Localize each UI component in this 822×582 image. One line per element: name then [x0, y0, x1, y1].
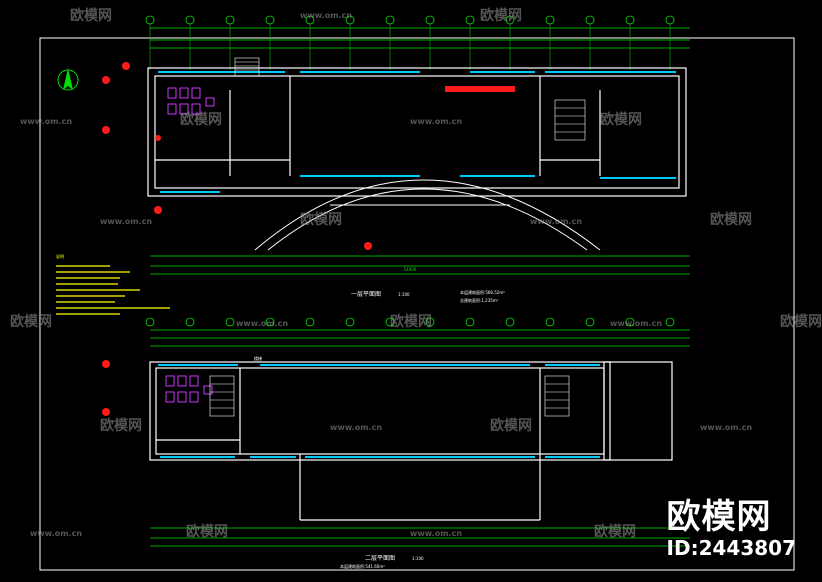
watermark-brand: 欧模网: [780, 313, 822, 330]
plan2-walls: [149, 361, 673, 521]
watermark-site: www.om.cn: [610, 319, 662, 328]
plan1-walls: [147, 67, 687, 197]
plan2-scale: 1:100: [412, 556, 424, 561]
plan1-overall-dimension: 54000: [404, 267, 417, 272]
brand-id: ID:2443807: [666, 536, 796, 560]
sheet-border: [39, 37, 795, 571]
watermark-site: www.om.cn: [410, 117, 462, 126]
plan1-title: 一层平面图: [351, 291, 381, 298]
plan1-toilet-fixtures: [167, 87, 215, 115]
plan1-windows: [158, 71, 676, 193]
plan2-stamp-icons: [102, 360, 110, 416]
plan1-bottom-dimensions: [150, 255, 690, 275]
watermark-site: www.om.cn: [236, 319, 288, 328]
watermark-brand: 欧模网: [390, 313, 432, 330]
plan2-area-note: 本层建筑面积:541.60m²: [340, 563, 385, 569]
plan1-stairs: [234, 57, 586, 141]
plan1-area-note: 本层建筑面积:566.52m²: [460, 289, 505, 295]
watermark-brand: 欧模网: [100, 417, 142, 434]
plan2-top-dimensions: [150, 329, 690, 347]
brand-id-overlay: 欧模网 ID:2443807: [667, 498, 796, 560]
plan1-top-dimensions: [150, 27, 690, 49]
watermark-brand: 欧模网: [186, 523, 228, 540]
watermark-brand: 欧模网: [70, 7, 112, 24]
plan2-title: 二层平面图: [365, 555, 395, 562]
watermark-site: www.om.cn: [410, 529, 462, 538]
plan2-windows: [158, 364, 600, 458]
watermark-brand: 欧模网: [600, 111, 642, 128]
watermark-site: www.om.cn: [20, 117, 72, 126]
watermark-site: www.om.cn: [700, 423, 752, 432]
plan2-bottom-dimensions: [150, 527, 690, 547]
watermark-layer: 欧模网 www.om.cn 欧模网 www.om.cn 欧模网 www.om.c…: [10, 7, 822, 540]
north-arrow-icon: [57, 68, 79, 91]
watermark-site: www.om.cn: [530, 217, 582, 226]
plan2-toilet-fixtures: [165, 375, 213, 403]
watermark-brand: 欧模网: [180, 111, 222, 128]
plan2-axis-top: [145, 317, 675, 327]
watermark-site: www.om.cn: [30, 529, 82, 538]
plan2-stairs: [209, 375, 570, 417]
plan1-entrance-canopy: [254, 179, 601, 251]
watermark-brand: 欧模网: [480, 7, 522, 24]
plan1-total-note: 总建筑面积:1,235m²: [460, 297, 499, 303]
watermark-brand: 欧模网: [300, 211, 342, 228]
watermark-site: www.om.cn: [100, 217, 152, 226]
watermark-site: www.om.cn: [300, 11, 352, 20]
plan2-stair-label: 楼梯: [254, 355, 262, 361]
plan1-stamp-icons: [102, 62, 515, 250]
notes-title: 说明: [56, 253, 64, 259]
plan1-axis-top: [145, 15, 675, 25]
plan1-scale: 1:100: [398, 292, 410, 297]
floor-plan-1: 54000 一层平面图 1:100 本层建筑面积:566.52m² 总建筑面积:…: [102, 15, 690, 303]
brand-name: 欧模网: [666, 497, 772, 537]
watermark-site: www.om.cn: [330, 423, 382, 432]
watermark-brand: 欧模网: [10, 313, 52, 330]
watermark-brand: 欧模网: [710, 211, 752, 228]
watermark-brand: 欧模网: [594, 523, 636, 540]
floor-plan-2: 楼梯 二层平面图 1:100 本层建筑面积:541.60m²: [102, 317, 690, 569]
watermark-brand: 欧模网: [490, 417, 532, 434]
plan1-grid-lines: [149, 24, 671, 70]
design-notes: 说明: [56, 253, 170, 315]
